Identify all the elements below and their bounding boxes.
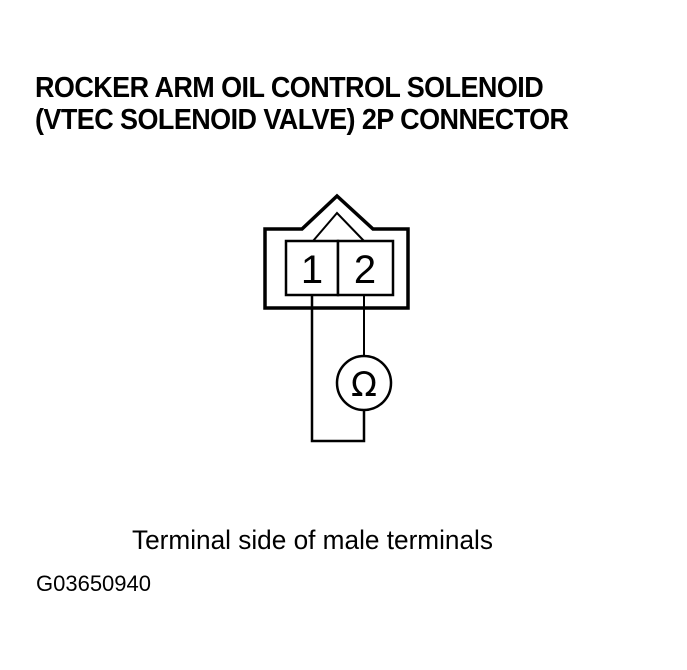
diagram-caption: Terminal side of male terminals [132, 525, 493, 555]
terminal-cavity-1: 1 [284, 239, 340, 297]
connector-housing [263, 193, 410, 310]
terminal-2-label: 2 [354, 248, 376, 292]
ohmmeter-icon: Ω [335, 354, 393, 412]
ohm-symbol: Ω [351, 365, 377, 405]
title-line-2: (VTEC SOLENOID VALVE) 2P CONNECTOR [35, 104, 569, 136]
diagram-title: ROCKER ARM OIL CONTROL SOLENOID (VTEC SO… [35, 72, 569, 136]
figure-id: G03650940 [36, 571, 151, 596]
title-line-1: ROCKER ARM OIL CONTROL SOLENOID [35, 72, 544, 104]
lead-terminal-1 [310, 295, 366, 443]
terminal-cavity-2: 2 [336, 239, 395, 297]
terminal-1-label: 1 [301, 248, 323, 292]
test-leads [310, 295, 366, 443]
